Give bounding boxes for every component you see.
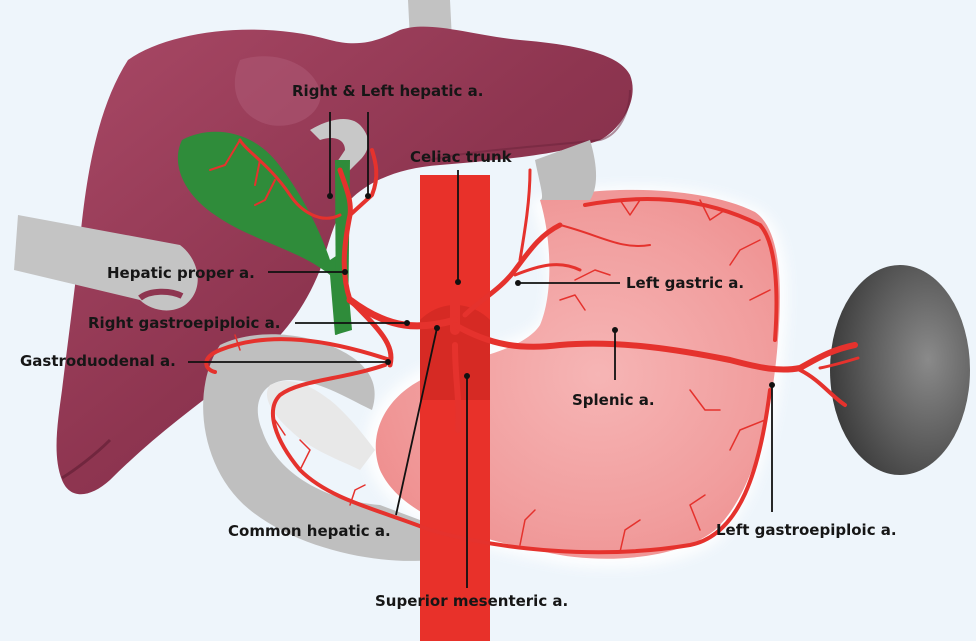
label-right-left-hepatic: Right & Left hepatic a. — [292, 82, 483, 100]
label-superior-mesenteric: Superior mesenteric a. — [375, 592, 568, 610]
spleen — [830, 265, 970, 475]
label-splenic: Splenic a. — [572, 391, 655, 409]
label-gastroduodenal: Gastroduodenal a. — [20, 352, 176, 370]
label-celiac-trunk: Celiac trunk — [410, 148, 512, 166]
label-common-hepatic: Common hepatic a. — [228, 522, 391, 540]
aorta — [420, 175, 490, 641]
label-right-gastroepiploic: Right gastroepiploic a. — [88, 314, 280, 332]
label-hepatic-proper: Hepatic proper a. — [107, 264, 255, 282]
label-left-gastric: Left gastric a. — [626, 274, 744, 292]
label-left-gastroepiploic: Left gastroepiploic a. — [716, 521, 897, 539]
